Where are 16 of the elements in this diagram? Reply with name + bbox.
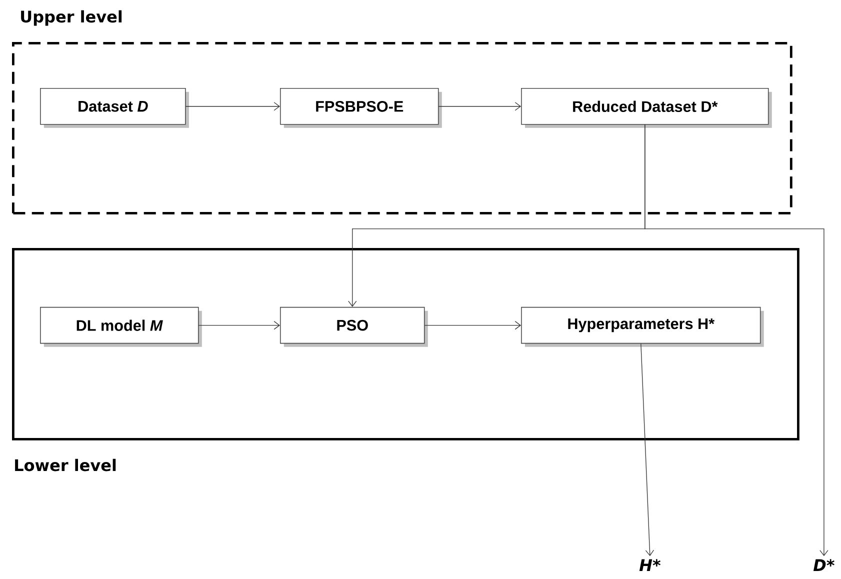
process-box: Hyperparameters H* — [521, 306, 764, 347]
level-heading: Upper level — [21, 10, 122, 26]
arrow — [424, 321, 522, 330]
level-heading: Lower level — [15, 458, 116, 472]
process-box: Reduced Dataset D* — [521, 88, 772, 128]
process-box: FPSBPSO-E — [280, 88, 442, 128]
arrow — [186, 102, 280, 111]
arrow — [438, 102, 522, 111]
arrow — [198, 321, 280, 330]
process-box: DL model M — [40, 306, 202, 347]
arrow — [644, 124, 828, 556]
output-label: H* — [639, 559, 661, 572]
process-box: PSO — [280, 306, 428, 347]
arrow — [640, 343, 654, 556]
output-label: D* — [813, 559, 834, 572]
process-box: Dataset D — [40, 88, 189, 128]
